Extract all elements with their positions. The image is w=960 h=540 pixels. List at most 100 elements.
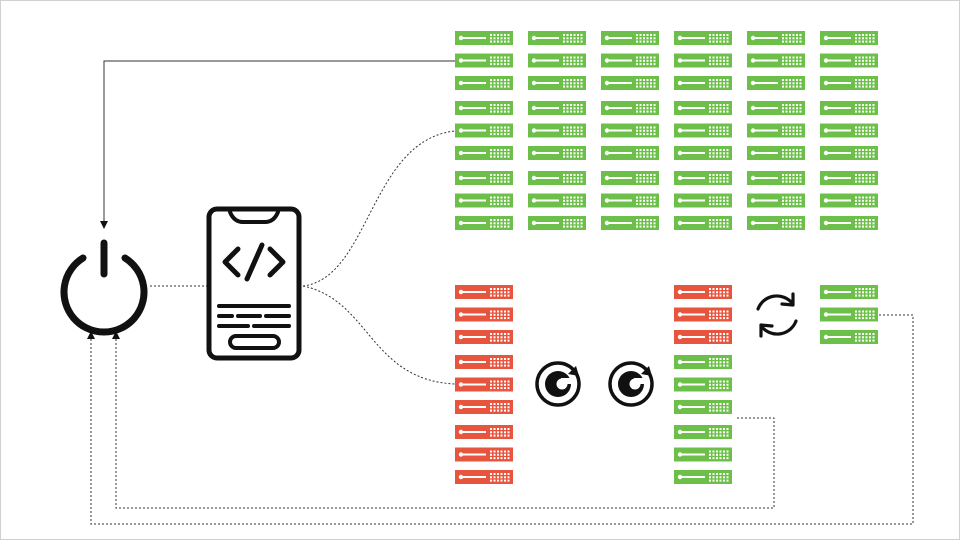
server-vent xyxy=(709,56,711,59)
sync-icon xyxy=(756,292,798,338)
server-vent xyxy=(580,85,583,88)
arrow-head-power-top xyxy=(100,221,108,229)
server-vent xyxy=(785,129,788,132)
server-vent xyxy=(497,152,499,155)
server-vent xyxy=(726,383,729,386)
server-vent xyxy=(712,364,715,367)
server-vent xyxy=(500,336,503,339)
server-vent xyxy=(573,82,576,85)
server-vent xyxy=(507,219,510,221)
server-vent xyxy=(504,133,506,136)
server-vent xyxy=(490,177,492,180)
server-vent xyxy=(723,428,725,430)
server-led xyxy=(677,58,683,63)
server-vent xyxy=(872,288,875,290)
server-vent xyxy=(799,63,802,66)
server-vent xyxy=(782,56,784,59)
server-vent xyxy=(869,199,871,202)
server-unit-healthy xyxy=(820,101,878,115)
server-vent xyxy=(643,63,645,66)
server-led xyxy=(458,220,464,226)
server-vent xyxy=(872,177,875,180)
server-vent xyxy=(646,196,649,199)
server-vent xyxy=(507,40,510,43)
server-vent xyxy=(799,199,802,202)
server-vent xyxy=(504,428,506,430)
server-unit-failing xyxy=(455,307,513,322)
server-vent xyxy=(862,107,864,110)
server-vent xyxy=(493,291,496,294)
server-vent xyxy=(570,225,572,228)
server-vent xyxy=(643,133,645,136)
server-slot xyxy=(609,222,632,224)
server-vent xyxy=(723,133,725,136)
server-unit-failing xyxy=(455,470,513,484)
server-vent xyxy=(719,110,722,113)
server-vent xyxy=(723,59,725,62)
server-vent xyxy=(716,79,718,81)
server-vent xyxy=(726,361,729,364)
server-vent xyxy=(643,196,645,199)
server-vent xyxy=(712,387,715,390)
server-vent xyxy=(573,37,576,40)
server-vent xyxy=(490,336,492,339)
server-vent xyxy=(792,63,795,66)
server-vent xyxy=(799,37,802,40)
server-vent xyxy=(497,333,499,335)
server-slot xyxy=(682,313,705,316)
server-vent xyxy=(646,177,649,180)
server-vent xyxy=(497,434,499,437)
server-vent xyxy=(865,126,868,129)
server-vent xyxy=(490,333,492,335)
server-vent xyxy=(504,152,506,155)
server-vent xyxy=(865,336,868,339)
server-vent xyxy=(858,34,861,36)
server-vent xyxy=(507,434,510,437)
server-vent xyxy=(500,104,503,106)
server-vent xyxy=(723,79,725,81)
server-vent xyxy=(712,358,715,360)
server-vent xyxy=(639,107,642,110)
server-led xyxy=(677,198,683,203)
server-vent xyxy=(507,56,510,59)
server-slot xyxy=(682,177,705,179)
restart-icon xyxy=(535,361,581,407)
server-vent xyxy=(504,56,506,59)
server-vent xyxy=(789,126,791,129)
server-vent xyxy=(643,37,645,40)
server-vent xyxy=(726,380,729,383)
server-vent xyxy=(653,196,656,199)
server-vent xyxy=(577,222,579,225)
server-vent xyxy=(646,133,649,136)
server-vent xyxy=(493,383,496,386)
server-unit-healthy xyxy=(528,101,586,115)
server-unit-healthy xyxy=(747,101,805,115)
server-slot xyxy=(536,222,559,224)
server-vent xyxy=(723,288,725,290)
server-vent xyxy=(650,225,652,228)
server-unit-healthy xyxy=(747,216,805,230)
server-vent xyxy=(497,288,499,290)
server-vent xyxy=(566,219,569,221)
server-vent xyxy=(719,358,722,360)
server-vent xyxy=(639,37,642,40)
server-vent xyxy=(500,63,503,66)
server-vent xyxy=(712,40,715,43)
server-slot xyxy=(828,107,851,109)
server-vent xyxy=(862,294,864,297)
server-vent xyxy=(785,222,788,225)
server-vent xyxy=(865,225,868,228)
server-vent xyxy=(504,110,506,113)
server-vent xyxy=(653,79,656,81)
server-vent xyxy=(792,155,795,158)
server-vent xyxy=(636,149,638,151)
server-vent xyxy=(792,174,795,176)
server-unit-healthy xyxy=(455,123,513,138)
server-vent xyxy=(507,380,510,383)
server-vent xyxy=(712,431,715,434)
server-vent xyxy=(858,85,861,88)
server-vent xyxy=(789,174,791,176)
server-vent xyxy=(709,110,711,113)
server-vent xyxy=(716,196,718,199)
